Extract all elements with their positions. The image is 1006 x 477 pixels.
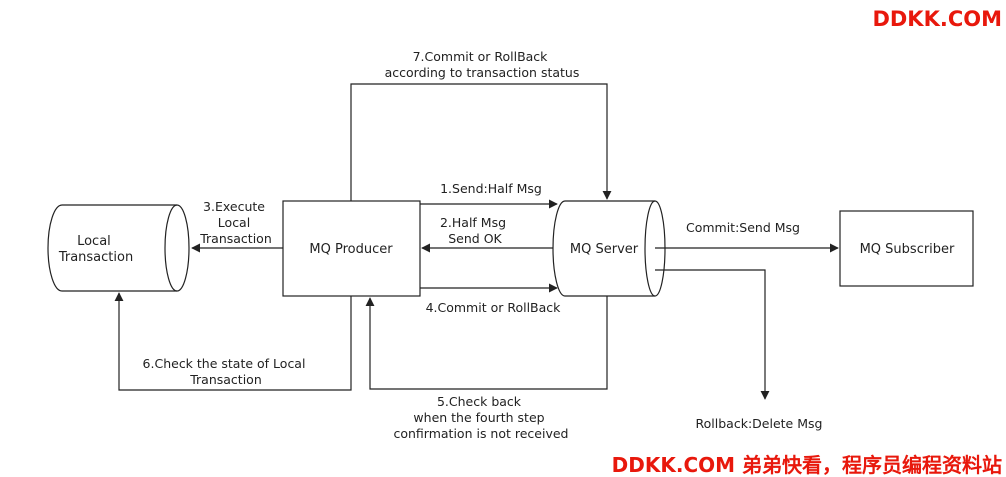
mq-server-label: MQ Server <box>570 242 639 257</box>
edge-rollback-arrow <box>655 269 770 400</box>
step3-label: 3.Execute Local Transaction <box>199 199 272 246</box>
local-transaction-node <box>47 204 190 292</box>
local-transaction-label: Local Transaction <box>58 234 133 265</box>
edge-step7-arrow <box>350 83 612 201</box>
edge-step5-arrow <box>365 296 608 390</box>
step4-label: 4.Commit or RollBack <box>426 300 562 315</box>
mq-subscriber-node <box>839 210 974 287</box>
step6-label: 6.Check the state of Local Transaction <box>143 356 310 387</box>
step2-label: 2.Half Msg Send OK <box>440 215 510 246</box>
edge-step6-arrow <box>114 292 352 391</box>
watermark-top: DDKK.COM <box>872 7 1002 31</box>
watermark-bottom: DDKK.COM 弟弟快看，程序员编程资料站 <box>612 453 1002 477</box>
rollback-label: Rollback:Delete Msg <box>696 416 823 431</box>
commit-label: Commit:Send Msg <box>686 220 800 235</box>
mq-subscriber-label: MQ Subscriber <box>860 242 955 257</box>
mq-producer-node <box>282 200 421 297</box>
step5-label: 5.Check back when the fourth step confir… <box>393 394 568 441</box>
step1-label: 1.Send:Half Msg <box>440 181 542 196</box>
mq-producer-label: MQ Producer <box>309 242 393 257</box>
mq-server-node <box>552 200 666 297</box>
step7-label: 7.Commit or RollBack according to transa… <box>385 49 580 80</box>
